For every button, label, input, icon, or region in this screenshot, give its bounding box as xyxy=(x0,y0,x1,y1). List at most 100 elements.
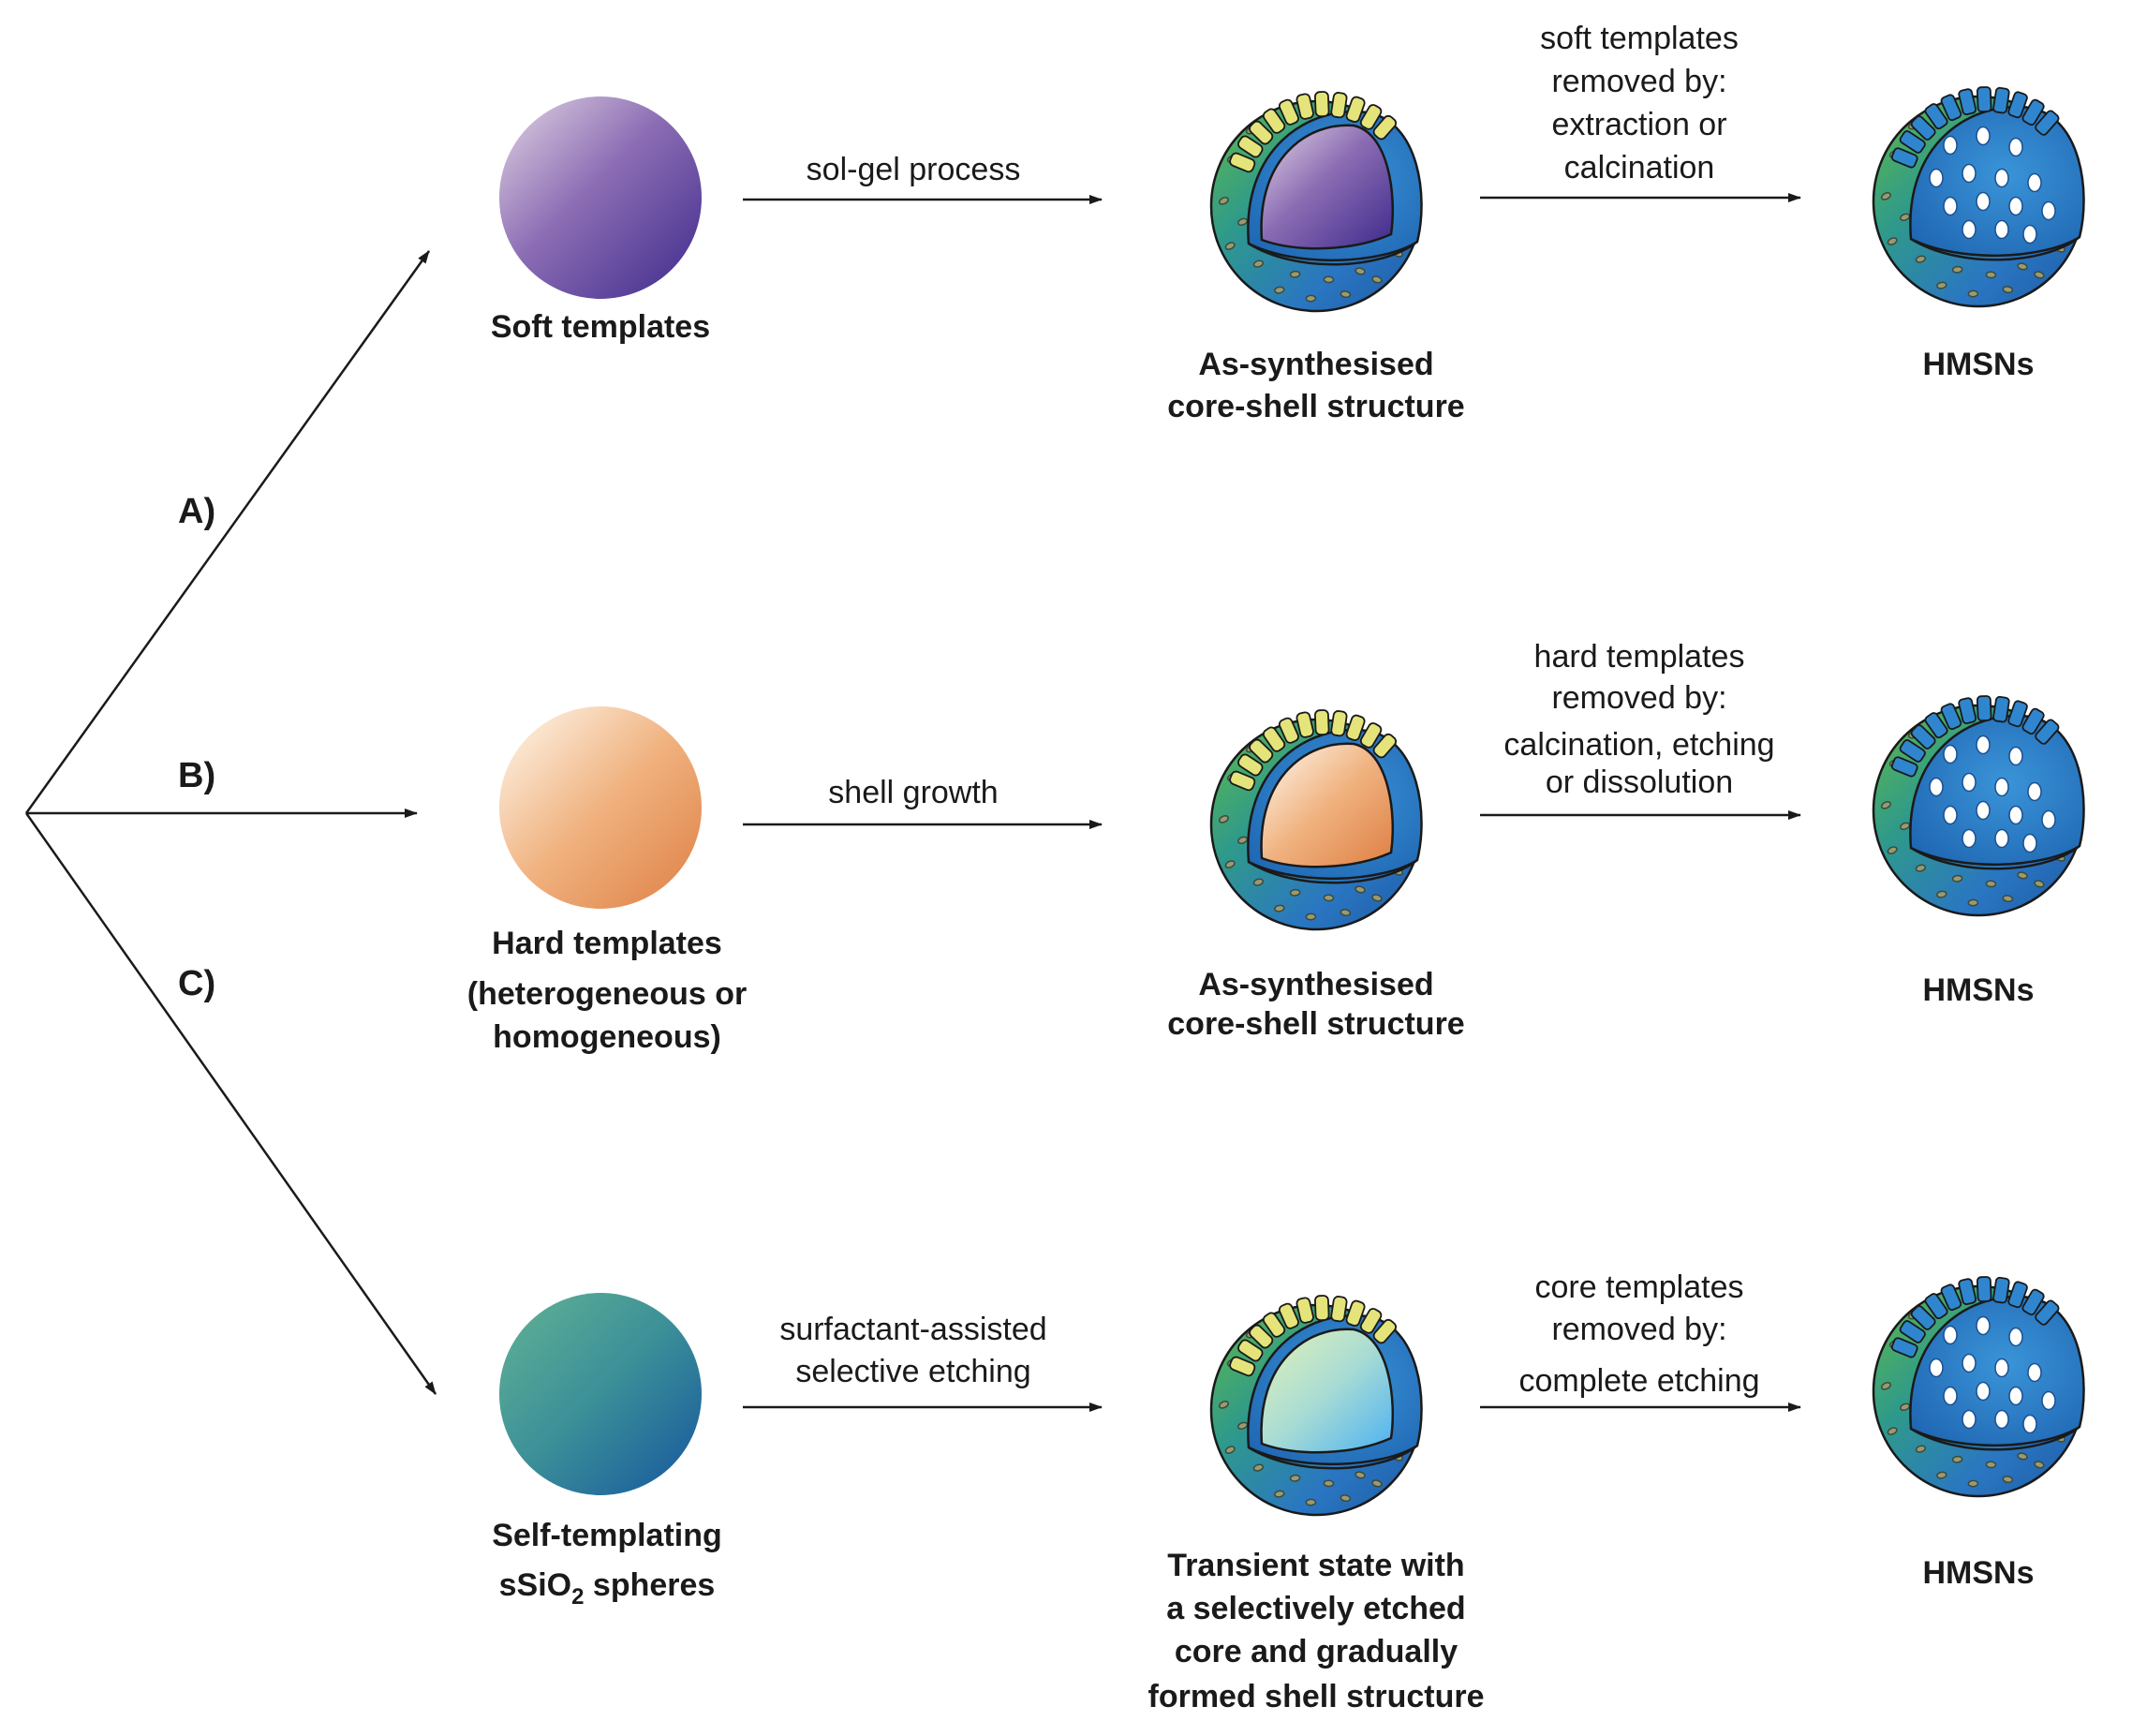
mesochannel xyxy=(1958,697,1977,724)
mesochannel xyxy=(1359,1308,1383,1334)
core-shell-particle-icon-row-c xyxy=(1209,1295,1423,1517)
self-templating-label-2: sSiO2 spheres xyxy=(499,1567,716,1610)
removal-label-b-1: hard templates xyxy=(1534,639,1745,675)
inner-pore xyxy=(2022,224,2037,245)
mesochannel xyxy=(1992,1276,2010,1304)
outer-pore xyxy=(1880,192,1891,200)
mesochannel xyxy=(1237,753,1264,777)
mesochannel xyxy=(2007,91,2028,119)
inner-pore xyxy=(2022,1414,2037,1434)
inner-pore xyxy=(1962,163,1977,184)
inner-pore xyxy=(2041,1390,2056,1411)
outer-pore xyxy=(1218,815,1229,823)
mesochannel xyxy=(1249,120,1274,145)
inner-pore xyxy=(1994,1358,2009,1378)
mesochannel xyxy=(1314,91,1330,118)
inner-pore xyxy=(1943,135,1958,156)
mesochannel xyxy=(1262,108,1286,134)
hollow-mesoporous-sphere-icon-row-c xyxy=(1872,1276,2085,1498)
outer-pore xyxy=(1305,913,1317,921)
inner-pore xyxy=(2008,196,2023,216)
outer-pore xyxy=(1289,1474,1301,1482)
mesochannel xyxy=(1278,717,1299,744)
mesochannel xyxy=(1976,695,1992,722)
mesochannel xyxy=(1237,1339,1264,1362)
mesochannel xyxy=(1295,711,1314,738)
mesochannel xyxy=(1890,1337,1918,1358)
hollow-mesoporous-sphere-icon-row-a xyxy=(1872,86,2085,308)
mesochannel xyxy=(2021,98,2045,126)
mesochannel xyxy=(1237,135,1264,158)
shell-growth-label: shell growth xyxy=(828,775,998,810)
outer-pore xyxy=(1355,885,1366,894)
removal-label-a-3: extraction or xyxy=(1551,107,1726,142)
outer-pore xyxy=(1880,1382,1891,1390)
inner-pore xyxy=(1994,168,2009,188)
mesochannel xyxy=(2035,719,2060,745)
mesochannel xyxy=(1924,1293,1948,1320)
outer-pore xyxy=(1340,1494,1352,1503)
outer-pore xyxy=(1224,860,1236,868)
outer-pore xyxy=(1218,1401,1229,1409)
removal-label-b-3: calcination, etching xyxy=(1503,727,1774,763)
mesochannel xyxy=(1910,1305,1936,1330)
outer-pore xyxy=(1900,213,1911,221)
hollow-mesoporous-sphere-icon-row-b xyxy=(1872,695,2085,917)
outer-pore xyxy=(1274,1490,1285,1498)
product-label-b: HMSNs xyxy=(1922,972,2034,1008)
intermediate-label-c-2: a selectively etched xyxy=(1166,1591,1465,1626)
inner-pore xyxy=(2022,833,2037,853)
shell-rim xyxy=(1248,1445,1418,1470)
hard-templates-label-2: (heterogeneous or xyxy=(467,976,747,1012)
inner-pore xyxy=(2008,1386,2023,1406)
outer-pore xyxy=(1224,1446,1236,1454)
outer-pore xyxy=(2034,1461,2045,1469)
outer-pore xyxy=(1289,270,1301,278)
inner-pore xyxy=(1929,777,1944,797)
outer-pore xyxy=(1915,255,1927,263)
mesochannel xyxy=(1229,770,1256,792)
outer-pore xyxy=(1274,904,1285,913)
shell-rim xyxy=(1910,1426,2080,1451)
hard-template-sphere-icon xyxy=(499,706,702,909)
mesochannel xyxy=(1940,1283,1962,1312)
inner-pore xyxy=(1943,1325,1958,1345)
shell-rim xyxy=(1248,859,1418,884)
inner-pore xyxy=(1943,744,1958,764)
mesochannel xyxy=(1359,104,1383,130)
removal-label-a-4: calcination xyxy=(1564,150,1715,185)
mesochannel xyxy=(1372,114,1398,141)
outer-pore xyxy=(1880,801,1891,809)
mesochannel xyxy=(1330,1296,1348,1323)
outer-pore xyxy=(1915,1445,1927,1453)
intermediate-label-c-3: core and gradually xyxy=(1175,1634,1458,1669)
removal-label-a-1: soft templates xyxy=(1540,21,1739,56)
outer-pore xyxy=(1305,294,1317,303)
inner-pore xyxy=(2008,137,2023,157)
outer-pore xyxy=(1900,1402,1911,1411)
soft-template-sphere-icon xyxy=(499,96,702,299)
shell-rim xyxy=(1248,241,1418,266)
template-core xyxy=(1260,742,1394,868)
mesochannel xyxy=(1314,709,1330,736)
mesochannel xyxy=(2007,1281,2028,1309)
mesochannel xyxy=(1940,94,1962,122)
inner-pore xyxy=(1976,191,1991,212)
outer-pore xyxy=(1323,275,1335,284)
mesochannel xyxy=(2007,700,2028,728)
inner-pore xyxy=(1976,734,1991,755)
intermediate-label-b-2: core-shell structure xyxy=(1167,1006,1464,1042)
outer-pore xyxy=(1218,197,1229,205)
outer-pore xyxy=(1323,894,1335,902)
product-label-c: HMSNs xyxy=(1922,1555,2034,1591)
inner-pore xyxy=(1943,196,1958,216)
outer-pore xyxy=(1237,836,1249,844)
outer-pore xyxy=(1305,1498,1317,1506)
removal-label-c-3: complete etching xyxy=(1518,1363,1759,1399)
soft-templates-label: Soft templates xyxy=(491,309,710,345)
inner-pore xyxy=(2008,746,2023,766)
mesochannel xyxy=(2035,1299,2060,1326)
outer-pore xyxy=(2002,895,2014,903)
outer-pore xyxy=(2034,880,2045,888)
